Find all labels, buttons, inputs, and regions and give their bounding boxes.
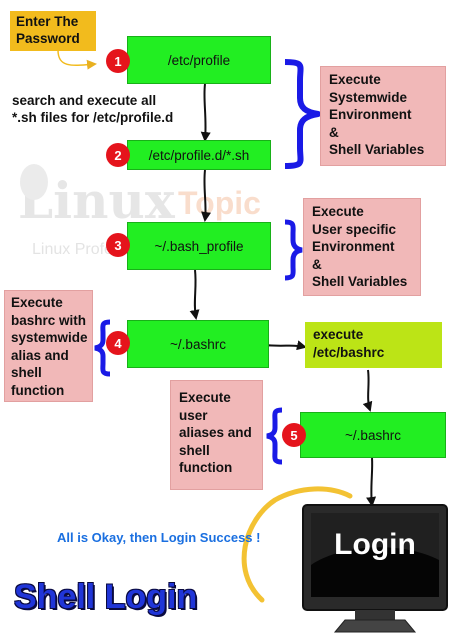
- monitor-login-text: Login: [334, 528, 416, 561]
- step-3-badge: 3: [106, 233, 130, 257]
- arrow-etcbashrc-to-5: [362, 369, 373, 412]
- arrow-5-to-login: [366, 457, 377, 507]
- step-2-label: /etc/profile.d/*.sh: [148, 147, 250, 163]
- step-1-label: /etc/profile: [167, 52, 231, 68]
- step-1-badge: 1: [106, 49, 130, 73]
- execute-etc-bashrc-box: execute /etc/bashrc: [305, 322, 442, 368]
- bracket-bashrc-systemwide: [94, 319, 111, 377]
- yellow-swoosh: [241, 486, 353, 603]
- explain-systemwide-box: Execute Systemwide Environment & Shell V…: [320, 66, 446, 166]
- arrow-password-to-profile: [57, 49, 97, 70]
- step-4-box: ~/.bashrc: [127, 320, 269, 368]
- step-4-badge: 4: [106, 331, 130, 355]
- step-2-box: /etc/profile.d/*.sh: [127, 140, 271, 170]
- step-3-box: ~/.bash_profile: [127, 222, 271, 270]
- svg-text:Linux: Linux: [18, 171, 176, 230]
- step-5-badge: 5: [282, 423, 306, 447]
- step-5-label: ~/.bashrc: [345, 427, 401, 443]
- arrow-1-to-2: [200, 83, 211, 142]
- arrow-4-to-etcbashrc: [263, 340, 307, 351]
- search-note: search and execute all *.sh files for /e…: [12, 93, 174, 125]
- explain-user-aliases-box: Execute user aliases and shell function: [170, 380, 263, 490]
- explain-user-specific-box: Execute User specific Environment & Shel…: [303, 198, 421, 296]
- bracket-systemwide: [284, 59, 321, 169]
- bracket-user-specific: [284, 219, 303, 281]
- step-1-box: /etc/profile: [127, 36, 271, 84]
- arrow-2-to-3: [201, 169, 212, 222]
- step-4-label: ~/.bashrc: [170, 336, 226, 352]
- step-3-label: ~/.bash_profile: [154, 238, 244, 254]
- monitor-icon: [302, 504, 448, 633]
- login-success-message: All is Okay, then Login Success !: [57, 530, 261, 545]
- step-5-box: ~/.bashrc: [300, 412, 446, 458]
- arrow-3-to-4: [189, 269, 200, 320]
- shell-login-title: Shell Login: [14, 578, 198, 616]
- explain-bashrc-systemwide-box: Execute bashrc with systemwide alias and…: [4, 290, 93, 402]
- bracket-user-aliases: [266, 407, 283, 465]
- step-2-badge: 2: [106, 143, 130, 167]
- svg-text:Topic: Topic: [178, 185, 261, 221]
- enter-password-box: Enter The Password: [10, 11, 96, 51]
